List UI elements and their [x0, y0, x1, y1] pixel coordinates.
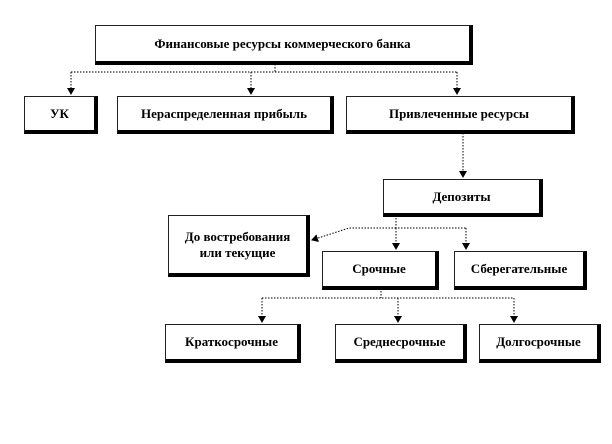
savings-deposits-box: Сберегательные: [454, 251, 587, 290]
uk-label: УК: [50, 105, 69, 121]
demand-deposits-box: До востребования или текущие: [168, 215, 310, 277]
medium-term-label: Среднесрочные: [353, 334, 446, 349]
deposits-box: Депозиты: [383, 179, 543, 217]
deposits-label: Депозиты: [432, 188, 491, 204]
long-term-box: Долгосрочные: [479, 324, 601, 363]
long-term-label: Долгосрочные: [496, 334, 581, 349]
savings-deposits-label: Сберегательные: [470, 261, 568, 276]
short-term-label: Краткосрочные: [185, 334, 278, 349]
term-deposits-label: Срочные: [352, 261, 406, 276]
term-deposits-box: Срочные: [322, 251, 439, 290]
medium-term-box: Среднесрочные: [335, 324, 467, 363]
arrow-to-demand: [311, 227, 396, 242]
attracted-resources-box: Привлеченные ресурсы: [346, 96, 575, 134]
root-label: Финансовые ресурсы коммерческого банка: [154, 35, 411, 51]
demand-deposits-label-line1: До востребования: [184, 228, 291, 244]
root-box: Финансовые ресурсы коммерческого банка: [95, 25, 473, 65]
attracted-resources-label: Привлеченные ресурсы: [388, 105, 530, 121]
short-term-box: Краткосрочные: [165, 324, 301, 363]
uk-box: УК: [24, 96, 98, 134]
demand-deposits-label-line2: или текущие: [199, 244, 276, 260]
retained-profit-label: Нераспределенная прибыль: [141, 105, 307, 121]
retained-profit-box: Нераспределенная прибыль: [117, 96, 334, 134]
